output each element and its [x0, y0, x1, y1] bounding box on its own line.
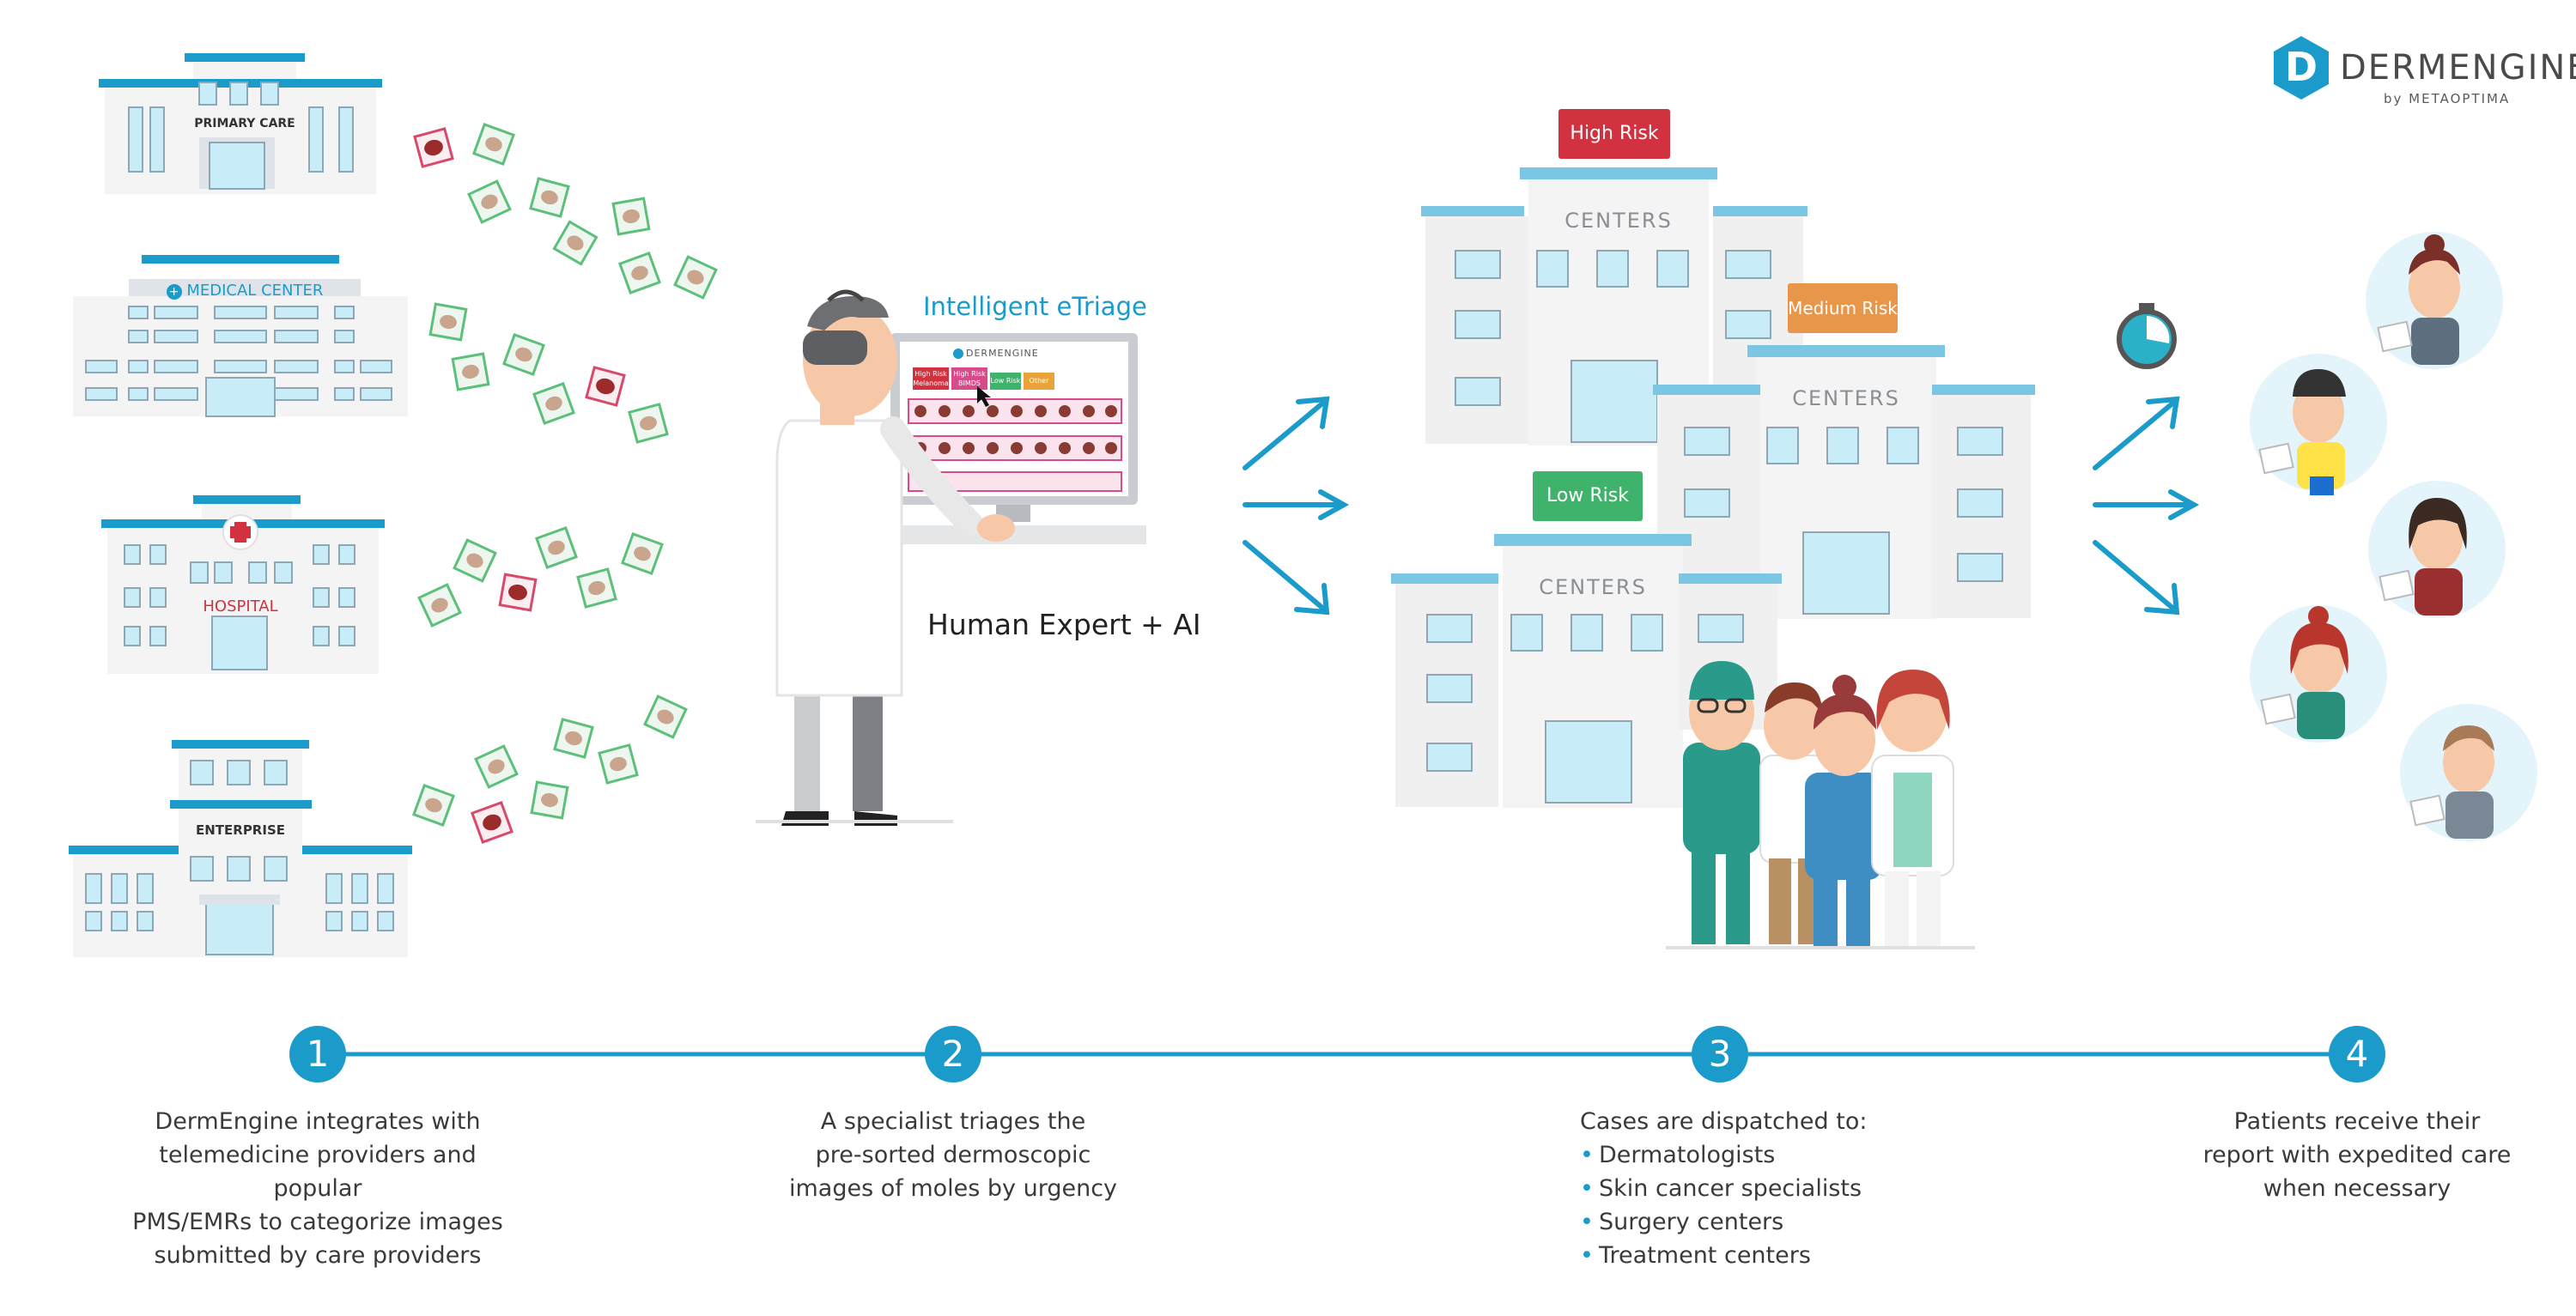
step-2-line: images of moles by urgency [788, 1175, 1118, 1202]
low-risk-badge: Low Risk [1533, 471, 1643, 521]
screen-btn-high-melanoma: High Risk Melanoma [913, 370, 949, 387]
brand-sub: by METAOPTIMA [2384, 91, 2511, 106]
brand-name: DERMENGINE™ [2340, 48, 2576, 88]
dermengine-logo-icon [2274, 36, 2329, 100]
step-3-bullet: Treatment centers [1580, 1239, 1872, 1272]
dispatch-arrows-left [1242, 396, 1350, 616]
medical-center-label: + MEDICAL CENTER [129, 282, 361, 300]
primary-care-building [99, 53, 382, 194]
hospital-building [101, 495, 385, 674]
step-2-text: A specialist triages the pre-sorted derm… [756, 1105, 1151, 1205]
dispatch-arrows-right [2093, 396, 2200, 616]
stopwatch-icon [2117, 303, 2177, 369]
step-1-number: 1 [289, 1026, 346, 1083]
step-4-line: report with expedited care [2202, 1142, 2512, 1168]
step-3-bullets: Dermatologists Skin cancer specialists S… [1580, 1138, 1872, 1272]
center-label-top: CENTERS [1564, 209, 1673, 233]
step-1-line: telemedicine providers and popular [159, 1142, 477, 1202]
high-risk-badge: High Risk [1558, 109, 1670, 159]
step-2-line: pre-sorted dermoscopic [815, 1142, 1091, 1168]
patients-group [2250, 232, 2537, 841]
medium-risk-badge: Medium Risk [1788, 283, 1898, 333]
step-4-line: Patients receive their [2233, 1108, 2481, 1135]
step-1-text: DermEngine integrates with telemedicine … [120, 1105, 515, 1272]
medical-cross-icon: + [166, 284, 182, 300]
hospital-label: HOSPITAL [203, 597, 278, 616]
step-3-intro: Cases are dispatched to: [1580, 1108, 1868, 1135]
etriage-title: Intelligent eTriage [923, 292, 1147, 321]
screen-btn-low: Low Risk [990, 377, 1021, 385]
primary-care-label: PRIMARY CARE [194, 117, 295, 130]
enterprise-label: ENTERPRISE [195, 822, 285, 838]
triage-caption: Human Expert + AI [927, 608, 1201, 641]
step-2-number: 2 [925, 1026, 981, 1083]
step-4-line: when necessary [2263, 1175, 2451, 1202]
specialist-figure [756, 289, 1146, 826]
step-3-text: Cases are dispatched to: Dermatologists … [1580, 1105, 1872, 1272]
screen-btn-other: Other [1029, 377, 1049, 385]
step-1-line: submitted by care providers [154, 1242, 482, 1269]
center-label-right: CENTERS [1792, 386, 1900, 410]
step-1-line: PMS/EMRs to categorize images [132, 1209, 503, 1235]
lesion-images [412, 123, 718, 844]
step-3-bullet: Skin cancer specialists [1580, 1172, 1872, 1205]
doctors-group [1666, 661, 1975, 949]
screen-btn-high-bimds: High Risk BIMDS [953, 370, 986, 387]
step-3-bullet: Surgery centers [1580, 1205, 1872, 1239]
medical-center-building [73, 255, 408, 417]
step-4-number: 4 [2329, 1026, 2385, 1083]
step-1-line: DermEngine integrates with [155, 1108, 481, 1135]
center-label-front: CENTERS [1539, 575, 1647, 599]
step-2-line: A specialist triages the [820, 1108, 1086, 1135]
medical-center-text: MEDICAL CENTER [186, 282, 324, 300]
enterprise-building [69, 740, 412, 957]
logo-letter: D [2284, 44, 2318, 90]
step-4-text: Patients receive their report with exped… [2160, 1105, 2555, 1205]
step-3-bullet: Dermatologists [1580, 1138, 1872, 1172]
low-risk-center [1391, 534, 1782, 808]
step-3-number: 3 [1692, 1026, 1748, 1083]
brand-name-text: DERMENGINE [2340, 48, 2576, 88]
screen-logo: DERMENGINE [966, 348, 1039, 359]
